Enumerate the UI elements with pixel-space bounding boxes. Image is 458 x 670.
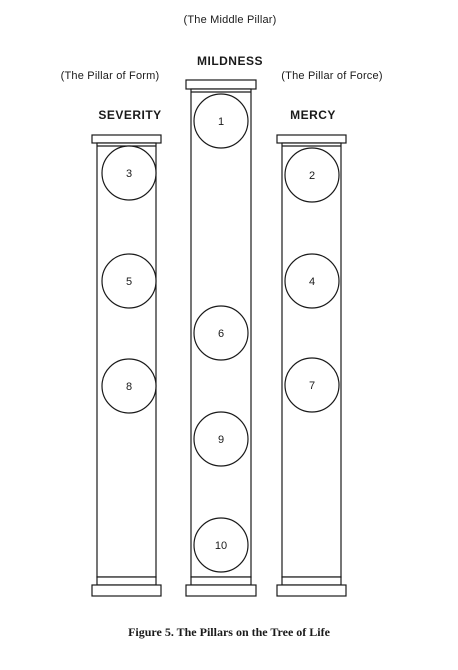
middle-pillar-capital bbox=[185, 79, 257, 90]
left-pillar-label: (The Pillar of Form) bbox=[60, 70, 160, 82]
sphere-number: 6 bbox=[218, 328, 224, 340]
sphere-number: 7 bbox=[309, 380, 315, 392]
sphere: 3 bbox=[101, 145, 157, 201]
sphere: 5 bbox=[101, 253, 157, 309]
right-pillar-plinth bbox=[281, 576, 342, 586]
sphere: 2 bbox=[284, 147, 340, 203]
right-pillar-name: MERCY bbox=[290, 108, 336, 122]
middle-pillar-base bbox=[185, 584, 257, 597]
sphere-number: 8 bbox=[126, 381, 132, 393]
sphere: 1 bbox=[193, 93, 249, 149]
sphere: 7 bbox=[284, 357, 340, 413]
sphere: 9 bbox=[193, 411, 249, 467]
sphere: 10 bbox=[193, 517, 249, 573]
right-pillar-base bbox=[276, 584, 347, 597]
sphere: 4 bbox=[284, 253, 340, 309]
left-pillar-name: SEVERITY bbox=[98, 108, 162, 122]
middle-pillar-name: MILDNESS bbox=[196, 54, 263, 68]
sphere-number: 5 bbox=[126, 276, 132, 288]
left-pillar-base bbox=[91, 584, 162, 597]
left-pillar-plinth bbox=[96, 576, 157, 586]
figure-caption: Figure 5. The Pillars on the Tree of Lif… bbox=[128, 625, 330, 639]
sphere-number: 1 bbox=[218, 116, 224, 128]
sphere-number: 4 bbox=[309, 276, 315, 288]
right-pillar-capital bbox=[276, 134, 347, 144]
sphere-number: 3 bbox=[126, 168, 132, 180]
sphere: 8 bbox=[101, 358, 157, 414]
middle-pillar-label: (The Middle Pillar) bbox=[183, 14, 277, 26]
right-pillar-label: (The Pillar of Force) bbox=[281, 70, 383, 82]
sphere-number: 9 bbox=[218, 434, 224, 446]
sphere-number: 10 bbox=[215, 540, 227, 552]
left-pillar-capital bbox=[91, 134, 162, 144]
sphere-number: 2 bbox=[309, 170, 315, 182]
middle-pillar-plinth bbox=[190, 576, 252, 586]
sphere: 6 bbox=[193, 305, 249, 361]
